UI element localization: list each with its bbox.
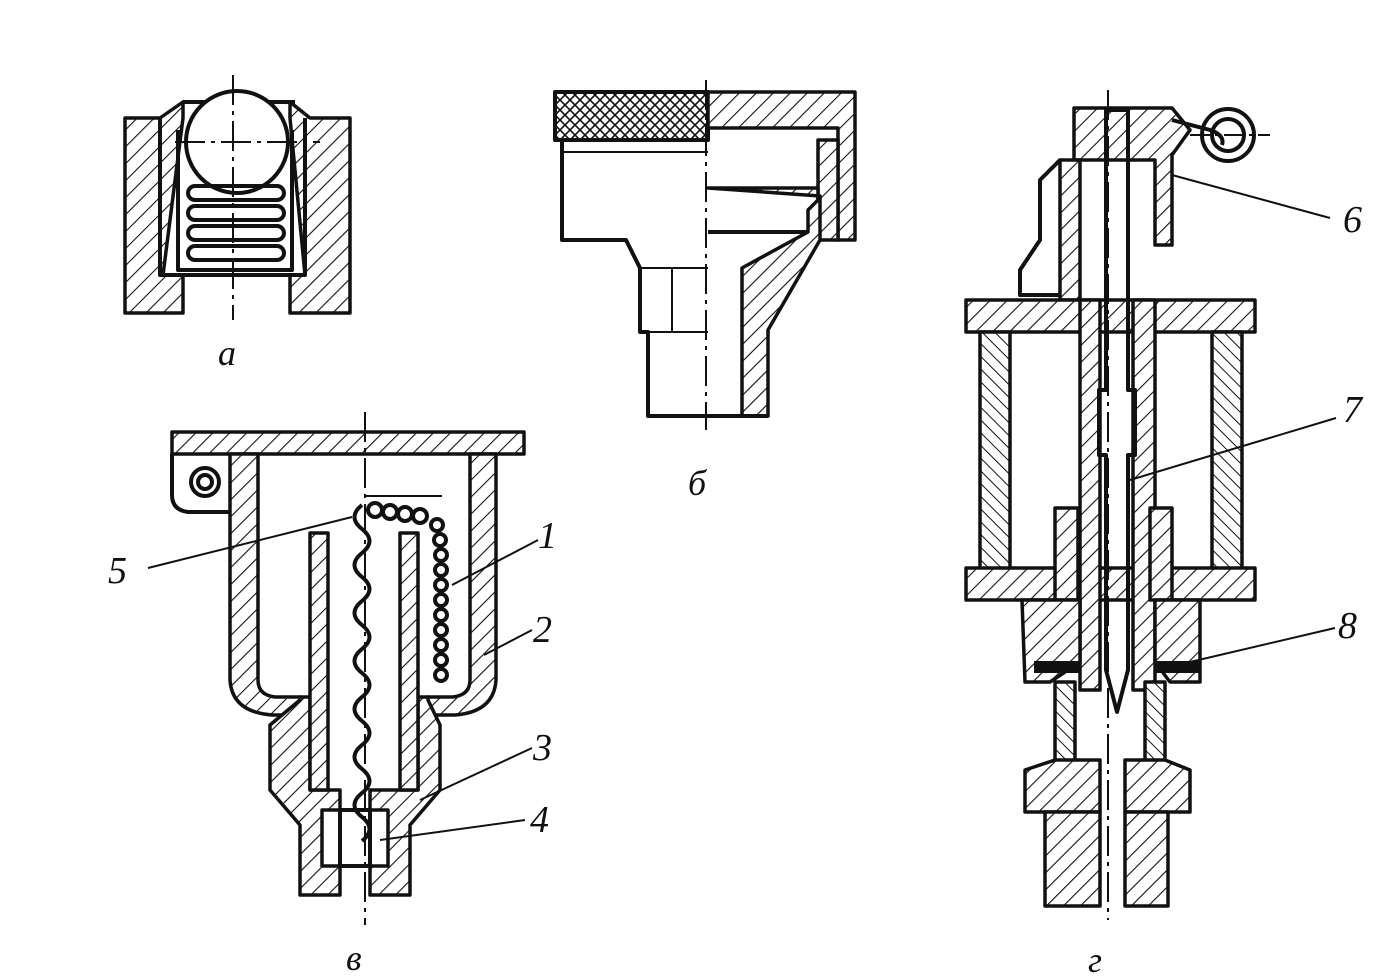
- callout-8: 8: [1338, 605, 1357, 647]
- leader-3: [419, 747, 533, 801]
- body-left: [560, 140, 708, 418]
- callout-4: 4: [530, 799, 549, 841]
- gasket-right: [1154, 661, 1199, 673]
- figure-label-v: в: [346, 938, 362, 976]
- housing-right: [288, 100, 352, 315]
- mounting-lug: [170, 454, 230, 514]
- center-tube-left: [1078, 298, 1102, 692]
- leader-4: [379, 819, 526, 841]
- wire-chain: [366, 501, 449, 683]
- tube-left: [308, 531, 330, 792]
- gasket-left: [1034, 661, 1079, 673]
- glass-wall-right: [1210, 330, 1244, 582]
- collar-right: [1148, 506, 1174, 602]
- needle: [1097, 108, 1137, 714]
- handle-arm: [1171, 118, 1225, 146]
- bottom-hex-right: [1123, 758, 1192, 814]
- thread-right: [1123, 810, 1170, 908]
- callout-2: 2: [533, 609, 552, 651]
- nozzle-bore: [338, 808, 372, 868]
- cage-inner: [176, 130, 294, 272]
- lug-hole-inner: [196, 473, 214, 491]
- tube-right: [398, 531, 420, 792]
- body-right-section: [706, 186, 822, 418]
- figure-v-wick-oiler: 5 1 2 3 4 в: [108, 412, 557, 976]
- lug-hole-outer: [189, 466, 221, 498]
- figure-label-b: б: [688, 463, 708, 503]
- callout-5: 5: [108, 550, 127, 592]
- center-tube-right: [1131, 298, 1157, 692]
- callout-1: 1: [538, 515, 557, 557]
- callout-3: 3: [532, 727, 552, 769]
- leader-5: [147, 516, 353, 569]
- figure-label-a: а: [218, 333, 236, 373]
- bottom-plate: [964, 566, 1257, 602]
- leader-6: [1171, 174, 1331, 219]
- lever-left: [1018, 158, 1062, 297]
- top-cap: [1072, 106, 1192, 247]
- glass-wall-left: [978, 330, 1012, 582]
- top-lid: [964, 298, 1257, 334]
- housing-left: [123, 100, 185, 315]
- thread-left: [1043, 810, 1102, 908]
- figure-label-g: г: [1088, 940, 1102, 976]
- leader-1: [451, 539, 539, 586]
- wick: [352, 503, 372, 843]
- bottom-hex-left: [1023, 758, 1102, 814]
- spring: [186, 184, 286, 262]
- leader-7: [1129, 417, 1337, 481]
- figure-b-knurled-cap: б: [553, 80, 857, 503]
- leader-8: [1189, 627, 1336, 663]
- callout-6: 6: [1343, 199, 1362, 241]
- figure-a-ball-valve: а: [123, 75, 352, 373]
- reservoir-wall-left: [228, 452, 302, 717]
- figure-g-drip-oiler: 6 7 8 г: [964, 90, 1364, 976]
- top-flange: [170, 430, 526, 456]
- guide-left: [1058, 158, 1082, 302]
- knurled-ring: [553, 90, 710, 142]
- reservoir-wall-right: [426, 452, 498, 717]
- collar-left: [1053, 506, 1080, 602]
- callout-7: 7: [1343, 389, 1364, 431]
- leader-2: [483, 629, 533, 656]
